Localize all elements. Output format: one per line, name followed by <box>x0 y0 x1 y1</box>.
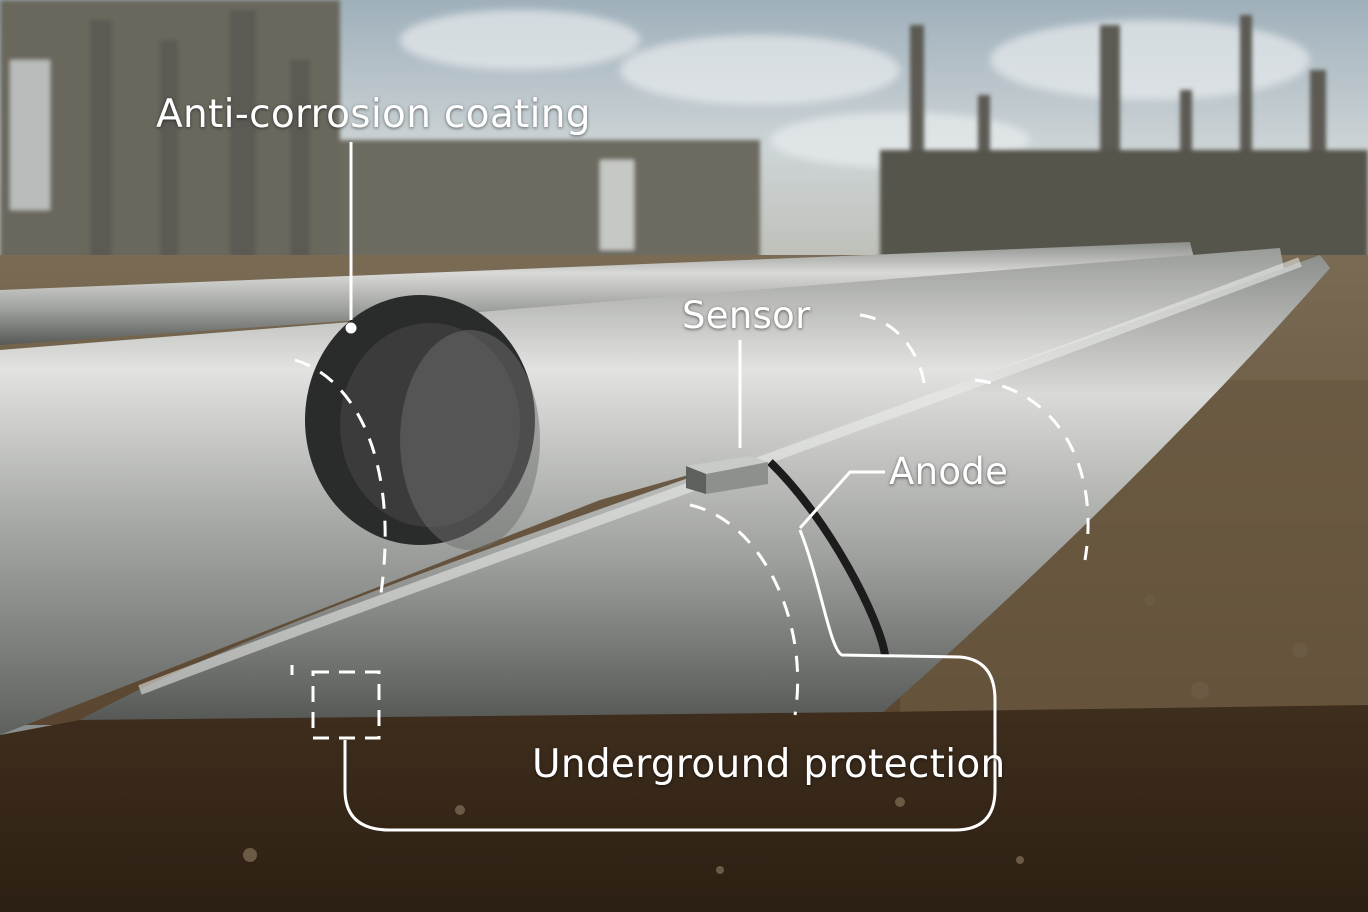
sensor-device <box>686 456 768 494</box>
underground-protection-label: Underground protection <box>532 742 1006 787</box>
anti-corrosion-coating-label: Anti-corrosion coating <box>156 92 591 137</box>
pipe-flange <box>305 295 540 550</box>
coating-dash-lines <box>294 313 1090 716</box>
underground-marker-box <box>311 670 381 740</box>
pipe-back <box>0 242 1195 345</box>
soil-cross-section <box>0 705 1368 912</box>
clouds <box>400 10 1310 168</box>
anode-band <box>767 459 889 656</box>
soil-pebbles <box>243 594 1308 874</box>
refinery-background <box>0 0 1368 260</box>
annotation-lines <box>343 142 997 832</box>
anode-label: Anode <box>889 450 1009 493</box>
sensor-label: Sensor <box>682 294 811 337</box>
